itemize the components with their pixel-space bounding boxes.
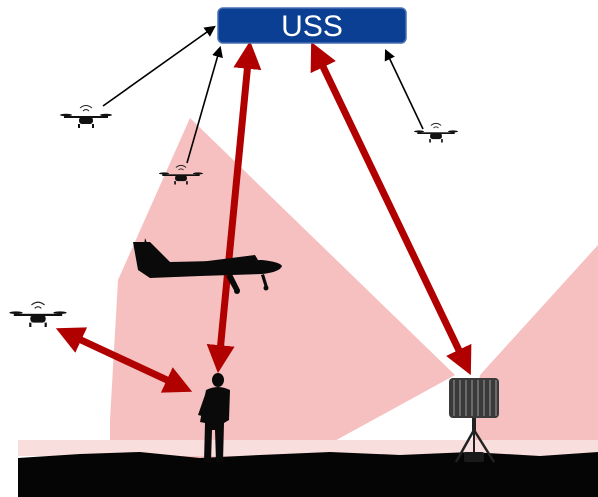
drone1-to-uss-arrow (102, 25, 216, 107)
ground-silhouette (18, 452, 598, 497)
radar-uss-red-arrow (310, 41, 472, 376)
drone-icon (59, 105, 113, 129)
drone3-to-uss-arrow (384, 48, 424, 130)
person-uss-red-arrow (206, 40, 262, 374)
uss-label: USS (281, 10, 343, 43)
person-drone-red-arrow (55, 327, 193, 393)
person-icon (198, 373, 230, 462)
ground-haze (18, 440, 598, 456)
left-sensor-coverage-cone (110, 118, 455, 460)
airplane-icon (133, 238, 282, 294)
radar-sensor-icon (449, 378, 499, 463)
drone-icon (8, 301, 68, 328)
uss-box: USS (217, 7, 407, 44)
right-sensor-coverage-cone (470, 245, 598, 460)
drone-icon (413, 122, 459, 143)
